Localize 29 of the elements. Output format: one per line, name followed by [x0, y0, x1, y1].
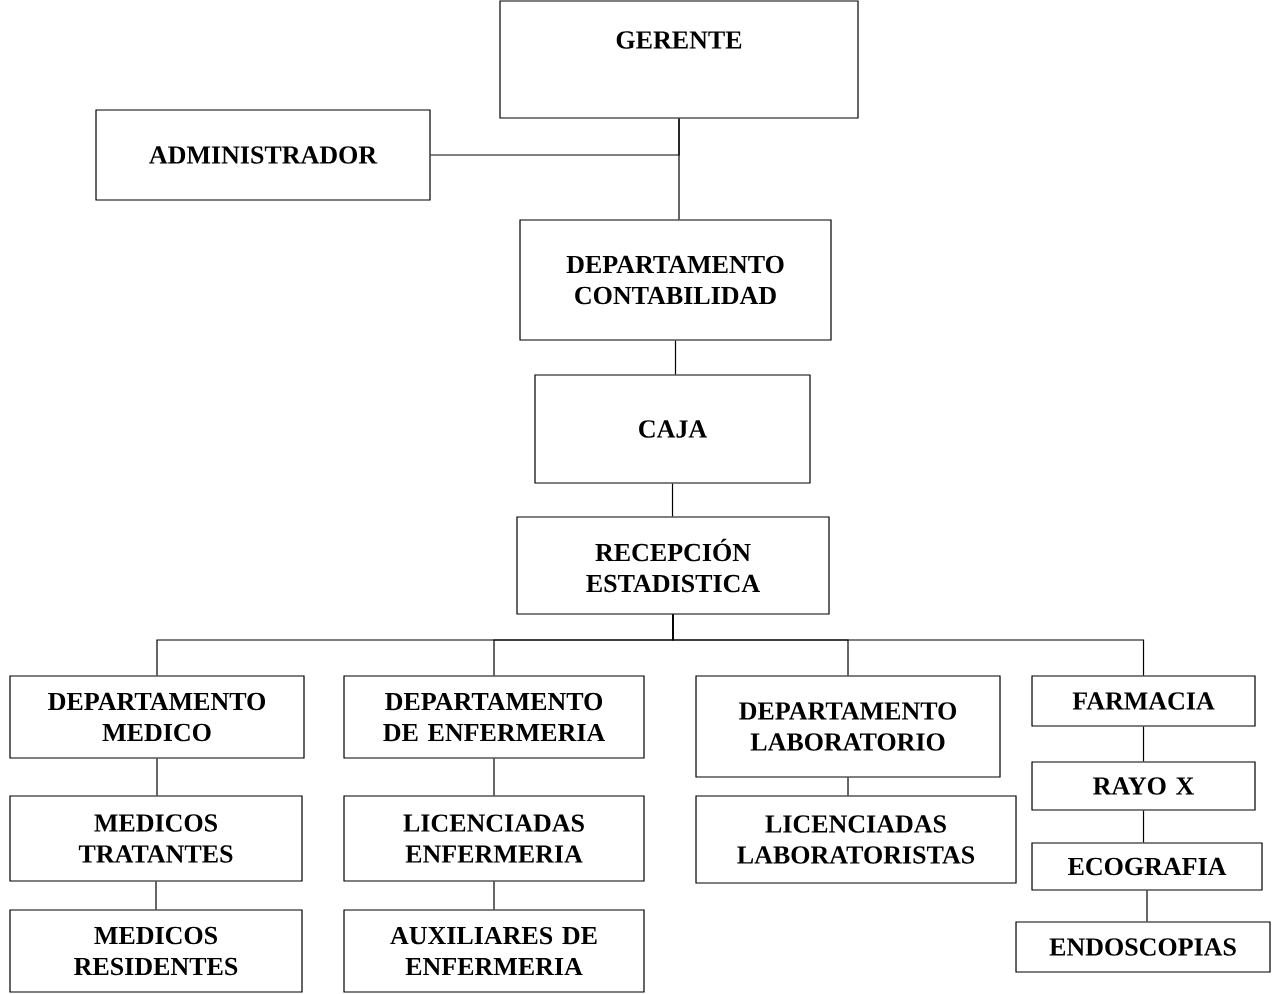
org-box: AUXILIARES DE ENFERMERIA: [343, 909, 645, 993]
org-box: DEPARTAMENTO LABORATORIO: [695, 675, 1001, 778]
connector-line: [1142, 726, 1145, 762]
org-box: RECEPCIÓN ESTADISTICA: [516, 516, 830, 615]
connector-line: [678, 118, 680, 220]
org-box: RAYO X: [1031, 761, 1256, 811]
org-box: ENDOSCOPIAS: [1015, 921, 1271, 973]
org-box: DEPARTAMENTO MEDICO: [9, 675, 305, 759]
connector-line: [493, 881, 495, 910]
org-box: LICENCIADAS ENFERMERIA: [343, 795, 645, 882]
connector-line: [674, 340, 677, 375]
connector-line: [493, 758, 495, 796]
org-box: DEPARTAMENTO CONTABILIDAD: [519, 219, 832, 341]
connector-line: [156, 758, 158, 796]
org-box: MEDICOS TRATANTES: [9, 795, 303, 882]
org-box: ADMINISTRADOR: [95, 109, 431, 201]
org-box: CAJA: [534, 374, 811, 484]
connector-line: [672, 614, 1145, 676]
org-box: LICENCIADAS LABORATORISTAS: [695, 795, 1017, 884]
connector-line: [671, 483, 674, 517]
org-box: DEPARTAMENTO DE ENFERMERIA: [343, 675, 645, 759]
org-box: MEDICOS RESIDENTES: [9, 909, 303, 993]
connector-line: [1142, 810, 1145, 843]
org-box: FARMACIA: [1031, 675, 1256, 727]
org-box: GERENTE: [499, 0, 859, 119]
connector-line: [155, 881, 157, 910]
org-box: ECOGRAFIA: [1031, 842, 1263, 891]
connector-line: [847, 777, 849, 796]
connector-line: [1146, 890, 1148, 922]
